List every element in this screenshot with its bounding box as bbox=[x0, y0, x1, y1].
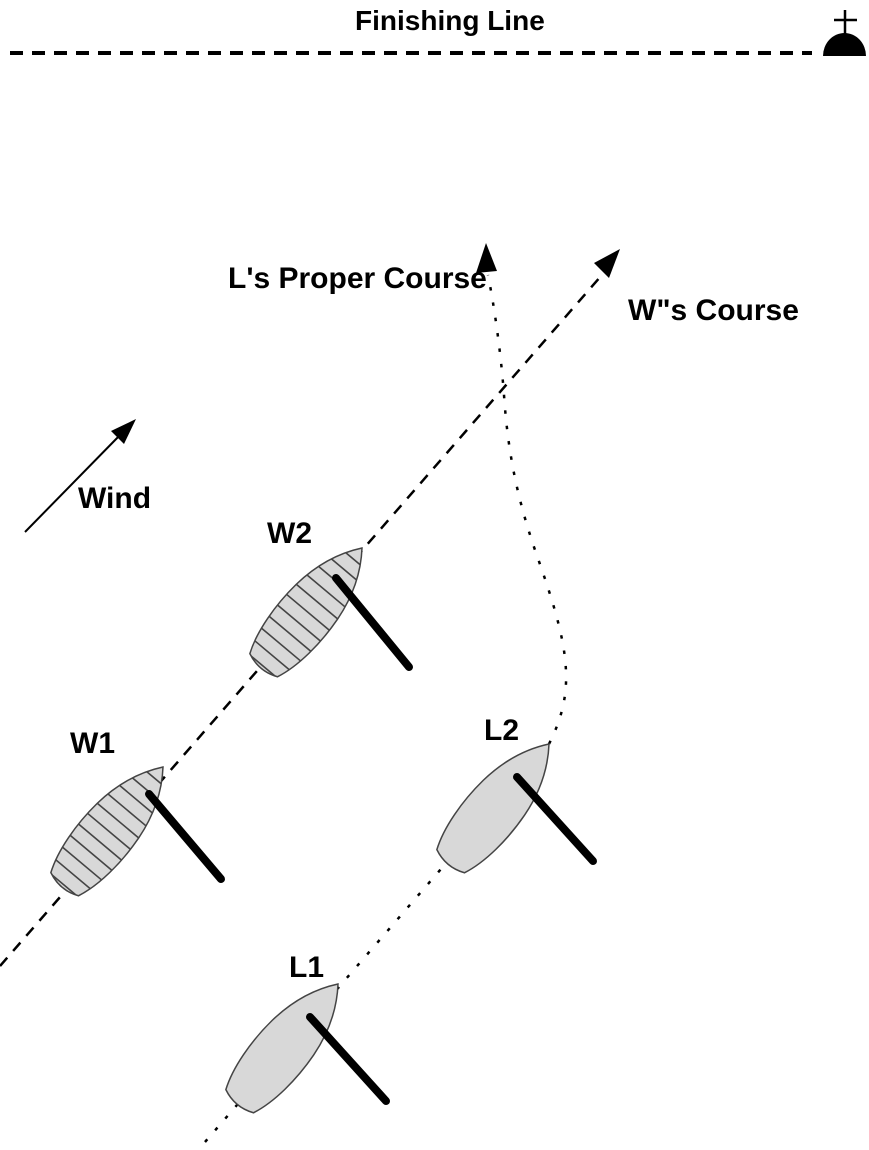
boat-label-l2: L2 bbox=[484, 714, 519, 747]
boat-w1 bbox=[39, 748, 186, 907]
boom-w2 bbox=[332, 574, 413, 671]
hull-hatching-w2 bbox=[239, 538, 377, 687]
wind-arrow-line bbox=[24, 432, 123, 533]
l-proper-course-arrowhead-icon bbox=[476, 243, 497, 273]
boom-w1 bbox=[145, 790, 225, 883]
finishing-line-label: Finishing Line bbox=[355, 5, 545, 36]
finish-mark-icon bbox=[823, 33, 866, 56]
booms bbox=[145, 574, 597, 1105]
course-lines bbox=[0, 10, 857, 1143]
w-course-label: W"s Course bbox=[628, 294, 799, 327]
boom-l2 bbox=[513, 773, 597, 865]
arrowheads-and-mark bbox=[111, 33, 866, 444]
wind-label: Wind bbox=[78, 482, 151, 515]
hull-hatching-w1 bbox=[40, 757, 178, 906]
boat-label-w2: W2 bbox=[267, 517, 312, 550]
hull-l2 bbox=[425, 725, 572, 884]
boom-l1 bbox=[306, 1013, 390, 1105]
boat-label-l1: L1 bbox=[289, 951, 324, 984]
boat-l2 bbox=[425, 725, 572, 884]
w-course-arrowhead-icon bbox=[594, 249, 620, 278]
hull-w1 bbox=[39, 748, 186, 907]
l-proper-course-line bbox=[486, 274, 568, 745]
boat-label-w1: W1 bbox=[70, 727, 115, 760]
l-proper-course-label: L's Proper Course bbox=[228, 262, 487, 295]
wind-arrowhead-icon bbox=[111, 419, 136, 444]
